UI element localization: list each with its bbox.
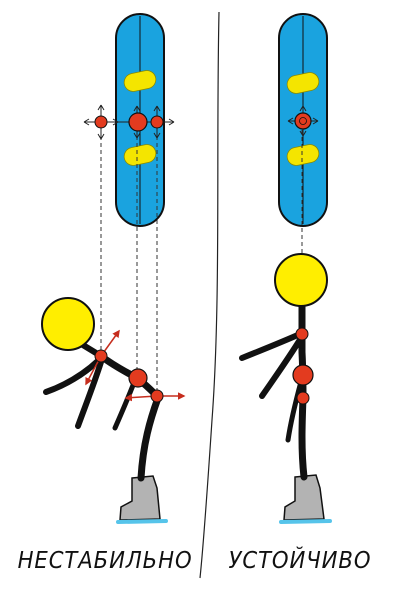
body-joints-unstable: [85, 329, 186, 403]
stick-figure-stable: [239, 253, 332, 524]
head-right: [274, 253, 328, 307]
projection-lines-left: [100, 122, 158, 394]
snow-left: [116, 519, 168, 524]
caption-stable: УСТОЙЧИВО: [228, 548, 372, 574]
unstable-panel: [41, 13, 186, 524]
body-joints-stable: [292, 327, 314, 405]
boot-left: [119, 475, 161, 521]
divider-line: [199, 11, 220, 579]
caption-unstable: НЕСТАБИЛЬНО: [17, 548, 193, 574]
binding-pad-back: [286, 144, 320, 166]
binding-pad-back: [123, 144, 157, 166]
head-left: [41, 297, 95, 351]
snow-right: [279, 519, 332, 524]
stable-panel: [239, 13, 332, 524]
boot-right: [283, 474, 325, 521]
binding-pad-front: [123, 70, 157, 92]
board-joint-markers-left: [83, 104, 175, 140]
stick-figure-unstable: [41, 297, 168, 524]
binding-pad-front: [286, 72, 320, 94]
board-joint-marker-right: [287, 105, 319, 137]
